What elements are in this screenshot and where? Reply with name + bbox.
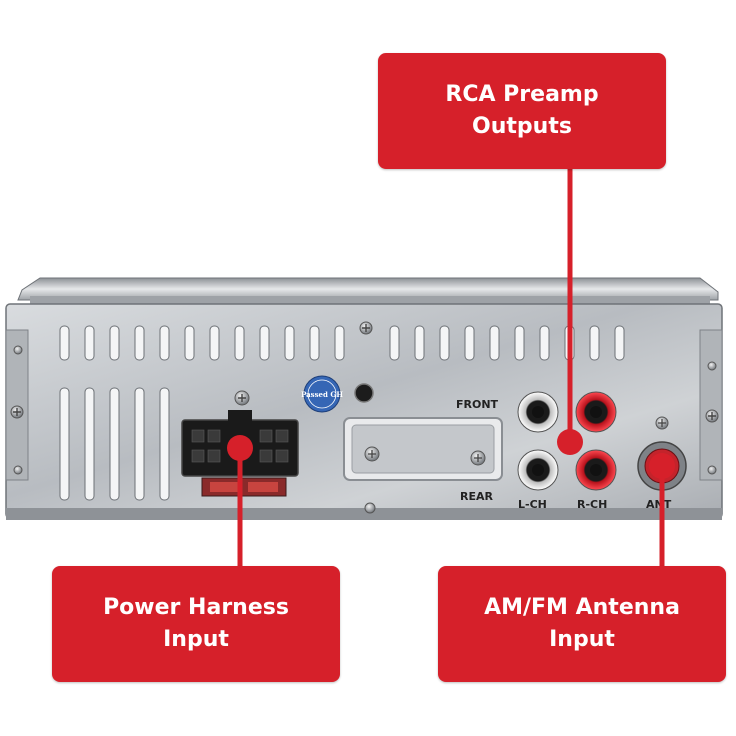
label-left-channel: L-CH (518, 498, 547, 511)
certification-badge: Passed GH (301, 375, 343, 413)
rca-jack-rear-right (575, 449, 617, 491)
badge-label: Passed GH (301, 390, 343, 399)
callout-power-line2: Input (163, 627, 229, 652)
screw-icon (234, 390, 250, 406)
label-right-channel: R-CH (577, 498, 607, 511)
screw-icon (364, 502, 376, 514)
leader-line-power (227, 435, 253, 570)
callout-power-line1: Power Harness (103, 595, 289, 620)
callout-rca-preamp-outputs: RCA Preamp Outputs (378, 53, 666, 169)
screw-icon (13, 345, 717, 475)
vent-slots-left (59, 387, 170, 501)
callout-rca-line2: Outputs (472, 114, 572, 139)
chassis-top (17, 277, 719, 306)
screw-icon (359, 321, 373, 335)
label-rear: REAR (460, 490, 493, 503)
mounting-hole (354, 383, 374, 403)
rca-jack-front-left (517, 391, 559, 433)
leader-line-rca (557, 166, 583, 455)
cover-plate (343, 417, 503, 481)
screw-icon (705, 409, 719, 423)
rca-jack-front-right (575, 391, 617, 433)
rca-jack-rear-left (517, 449, 559, 491)
leader-line-antenna (649, 453, 675, 570)
callout-antenna-line2: Input (549, 627, 615, 652)
screw-icon (10, 405, 24, 419)
callout-power-harness-input: Power Harness Input (52, 566, 340, 682)
label-antenna: ANT (646, 498, 672, 511)
vent-slots-top (59, 325, 625, 361)
callout-rca-line1: RCA Preamp (445, 82, 599, 107)
callout-antenna-line1: AM/FM Antenna (484, 595, 680, 620)
callout-am-fm-antenna-input: AM/FM Antenna Input (438, 566, 726, 682)
label-front: FRONT (456, 398, 499, 411)
